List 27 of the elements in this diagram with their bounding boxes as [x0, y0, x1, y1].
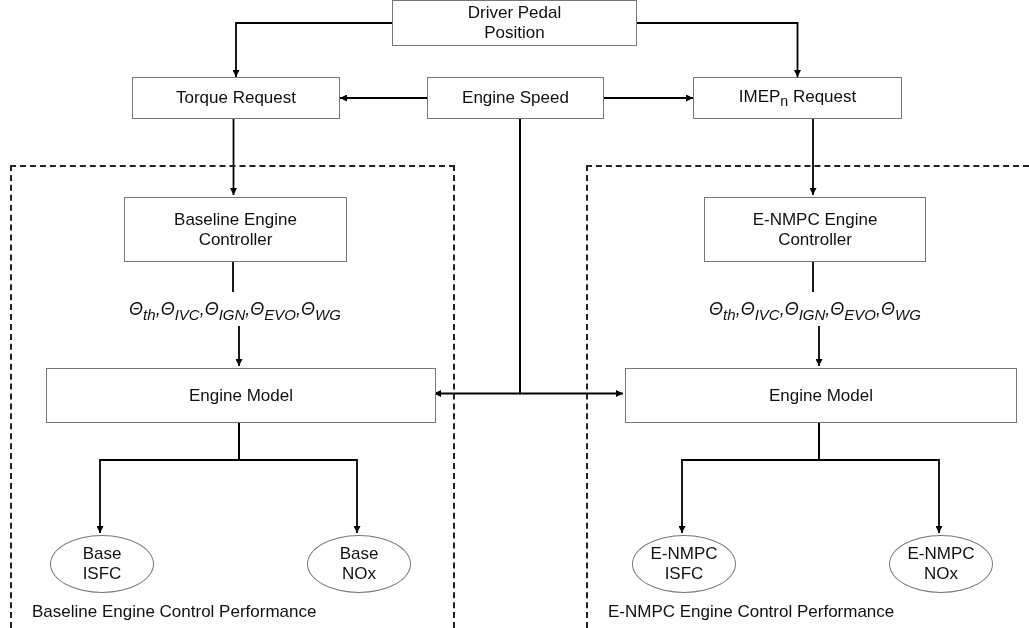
- process-box: Engine Model: [46, 368, 436, 423]
- arrow: [519, 118, 624, 397]
- dashed-group-region: [586, 165, 1029, 628]
- arrow: [809, 118, 817, 196]
- process-box: Engine Speed: [427, 77, 604, 119]
- output-ellipse: Base ISFC: [50, 535, 154, 593]
- process-box: IMEP$_{n}$ Request: [693, 77, 902, 119]
- output-ellipse: Base NOx: [307, 535, 411, 593]
- process-box: Driver Pedal Position: [392, 0, 637, 46]
- group-caption: E-NMPC Engine Control Performance: [608, 602, 895, 622]
- arrow: [230, 118, 237, 196]
- output-ellipse: E-NMPC ISFC: [632, 535, 736, 593]
- arrow: [232, 22, 393, 78]
- process-box: Baseline Engine Controller: [124, 197, 347, 262]
- process-box: Torque Request: [132, 77, 340, 119]
- process-box: E-NMPC Engine Controller: [704, 197, 926, 262]
- group-caption: Baseline Engine Control Performance: [32, 602, 317, 622]
- arrow: [603, 94, 694, 102]
- control-inputs-label: Θ$_{th}$,Θ$_{IVC}$,Θ$_{IGN}$,Θ$_{EVO}$,Θ$_{WG}$: [705, 294, 925, 328]
- arrow: [339, 94, 428, 102]
- arrow: [815, 325, 823, 367]
- process-box: Engine Model: [625, 368, 1017, 423]
- output-ellipse: E-NMPC NOx: [889, 535, 993, 593]
- control-inputs-label: Θ$_{th}$,Θ$_{IVC}$,Θ$_{IGN}$,Θ$_{EVO}$,Θ$_{WG}$: [125, 294, 345, 328]
- arrow: [235, 325, 243, 367]
- dashed-group-region: [10, 165, 455, 628]
- arrow: [636, 22, 801, 78]
